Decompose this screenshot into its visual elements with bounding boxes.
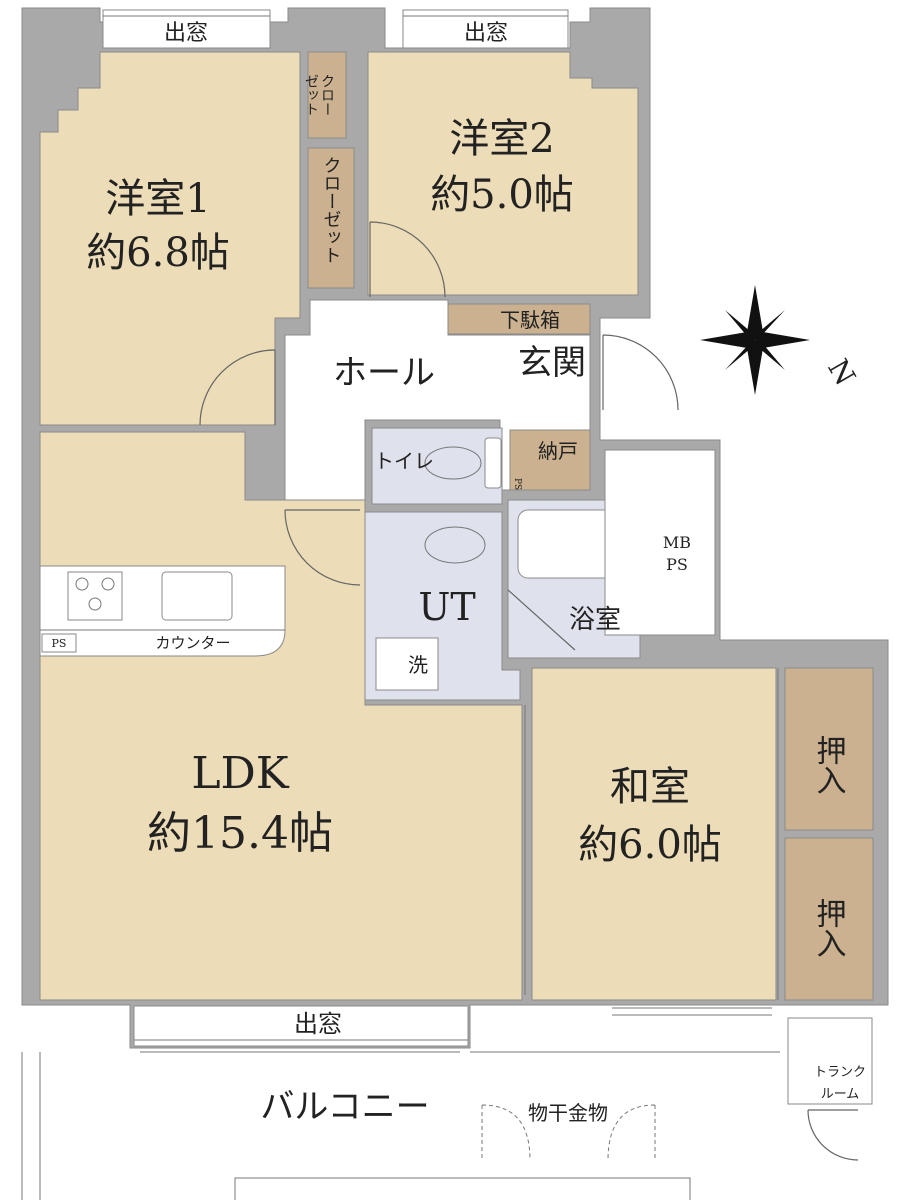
label-closet-small: クローゼット <box>303 74 335 116</box>
label-bay-window-bottom: 出窓 <box>294 1010 342 1038</box>
label-north: N <box>821 353 862 391</box>
label-entrance: 玄関 <box>518 343 586 383</box>
ldk-size: 約15.4帖 <box>147 808 333 859</box>
closet-small <box>307 51 347 139</box>
label-hall: ホール <box>333 353 435 393</box>
storage-nando <box>509 429 591 491</box>
label-ps-small: PS <box>512 478 522 490</box>
western2-name: 洋室2 <box>449 116 554 162</box>
label-mbps-1: MB <box>663 533 691 552</box>
oshiire-top <box>784 667 874 831</box>
trunk-room <box>787 1017 873 1105</box>
label-drying-hardware: 物干金物 <box>528 1101 608 1125</box>
label-trunk-room-2: ルーム <box>821 1087 860 1102</box>
label-washer: 洗 <box>408 653 428 677</box>
label-counter: カウンター <box>155 634 230 652</box>
mbps <box>604 449 716 636</box>
label-ps-kitchen: PS <box>52 637 67 650</box>
label-oshiire-top: 押入 <box>811 735 846 795</box>
closet-tall <box>307 147 355 289</box>
label-trunk-room-1: トランク <box>814 1065 866 1080</box>
bay-window-bottom <box>133 1005 469 1047</box>
room-japanese <box>531 667 777 1001</box>
western1-size: 約6.8帖 <box>86 230 230 276</box>
ldk-name: LDK <box>191 748 289 799</box>
north-arrow-icon <box>700 285 810 395</box>
label-toilet: トイレ <box>374 449 434 473</box>
western1-name: 洋室1 <box>105 176 210 222</box>
balcony <box>21 1052 691 1200</box>
japanese-name: 和室 <box>610 764 690 810</box>
label-mbps-2: PS <box>666 555 688 574</box>
label-storage-nando: 納戸 <box>538 439 578 463</box>
label-bay-window-top-left: 出窓 <box>164 21 208 46</box>
japanese-size: 約6.0帖 <box>578 822 722 868</box>
label-bay-window-top-right: 出窓 <box>464 21 508 46</box>
oshiire-bottom <box>784 837 874 1001</box>
label-shoe-box: 下駄箱 <box>500 308 560 332</box>
room-western-2 <box>367 51 639 296</box>
label-closet-tall: クローゼット <box>321 156 342 264</box>
label-ut: UT <box>418 585 475 629</box>
western2-size: 約5.0帖 <box>430 172 574 218</box>
label-bath: 浴室 <box>569 605 621 635</box>
label-balcony: バルコニー <box>260 1087 429 1127</box>
shoe-box <box>447 303 591 335</box>
label-oshiire-bottom: 押入 <box>811 898 846 958</box>
